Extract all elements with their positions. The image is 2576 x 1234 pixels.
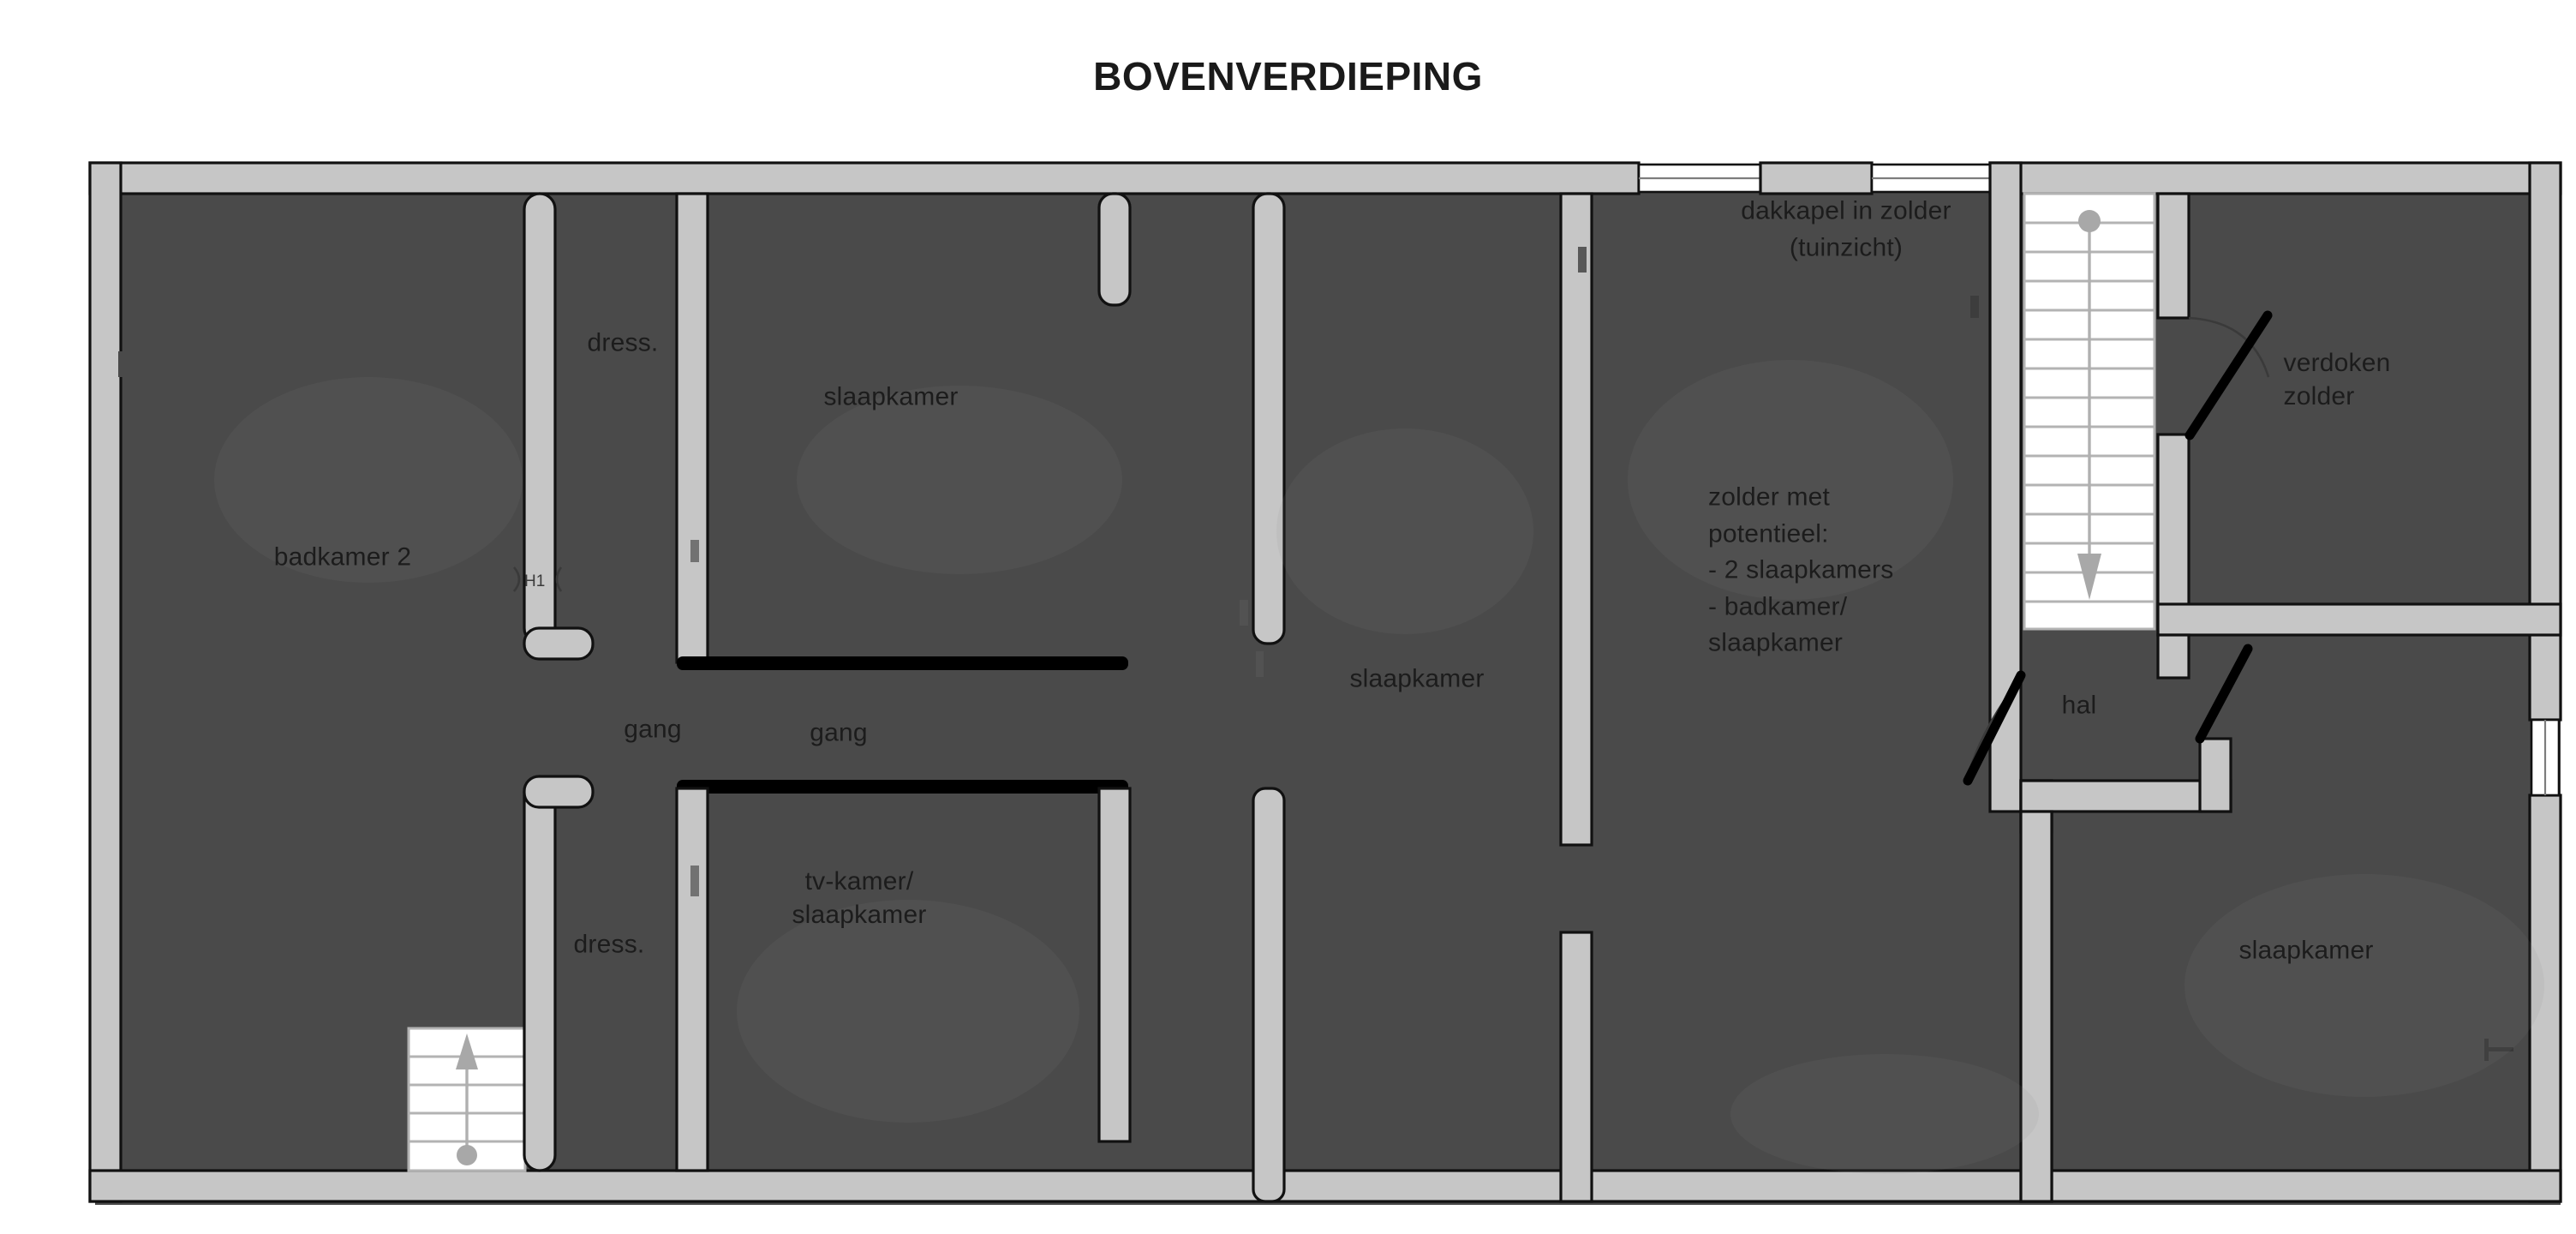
wall-dress-lower-left bbox=[523, 775, 557, 1172]
wall-slaapkamer-top-right-lower bbox=[1252, 192, 1286, 645]
room-label-gang-left: gang bbox=[624, 715, 682, 744]
room-label-tv-kamer-slaapkamer: tv-kamer/ slaapkamer bbox=[792, 867, 927, 929]
room-label-badkamer-2: badkamer 2 bbox=[273, 542, 412, 572]
door-swing-verdoken-zolder bbox=[2185, 310, 2273, 440]
room-label-dress-upper: dress. bbox=[587, 328, 659, 357]
wall-hal-bottom bbox=[2019, 779, 2232, 813]
jamb-ticks bbox=[690, 247, 2513, 1061]
outer-wall-ring bbox=[88, 161, 2562, 1203]
wall-badkamer-stub bbox=[523, 626, 595, 661]
gang-opening-upper bbox=[677, 656, 1128, 670]
gang-opening-lower bbox=[677, 780, 1128, 794]
room-label-slaapkamer-right: slaapkamer bbox=[2238, 936, 2374, 965]
wall-hal-right-stub-lower bbox=[2198, 737, 2232, 813]
wall-slaapkamer-top-right-upper bbox=[1097, 192, 1132, 307]
main-staircase bbox=[2023, 192, 2156, 631]
top-wall-windows bbox=[1637, 161, 1992, 195]
room-label-verdoken-zolder: verdoken zolder bbox=[2283, 349, 2391, 410]
room-label-hal: hal bbox=[2061, 691, 2097, 720]
note-dakkapel-in-zolder: dakkapel in zolder (tuinzicht) bbox=[1741, 196, 1951, 261]
door-swing-hal-left bbox=[1963, 670, 2026, 786]
note-zolder-met-potentieel: zolder met potentieel: - 2 slaapkamers -… bbox=[1708, 482, 1894, 657]
wall-stair-right-upper bbox=[2156, 192, 2190, 320]
wall-hal-right-stub-upper bbox=[2156, 633, 2190, 680]
room-label-gang-right: gang bbox=[810, 718, 868, 747]
wall-under-verdoken-zolder bbox=[2156, 602, 2562, 637]
wall-between-top-and-mid-slaapkamer bbox=[1252, 787, 1286, 1203]
svg-text:H1: H1 bbox=[524, 572, 545, 590]
wall-right-slaapkamer-left bbox=[2019, 810, 2053, 1203]
wall-dress-lower-left-stub bbox=[523, 775, 595, 809]
page-title: BOVENVERDIEPING bbox=[1093, 54, 1483, 99]
wall-tvkamer-right bbox=[1097, 787, 1132, 1143]
scan-artifacts bbox=[214, 360, 2544, 1174]
wall-mid-slaapkamer-right-lower bbox=[1559, 931, 1593, 1203]
wall-dress-upper-right bbox=[675, 192, 709, 664]
right-wall-window bbox=[2530, 718, 2561, 797]
door-swing-hal-right bbox=[2195, 644, 2253, 744]
secondary-staircase bbox=[407, 1027, 527, 1172]
wall-dress-lower-right bbox=[675, 787, 709, 1172]
room-label-dress-lower: dress. bbox=[573, 930, 645, 959]
wall-mid-slaapkamer-right-upper bbox=[1559, 192, 1593, 847]
door-tick-badkamer-dress: H1 bbox=[512, 566, 563, 592]
room-label-slaapkamer-top: slaapkamer bbox=[823, 382, 959, 411]
room-label-slaapkamer-mid: slaapkamer bbox=[1349, 664, 1485, 693]
left-wall-window-tick bbox=[118, 351, 127, 377]
